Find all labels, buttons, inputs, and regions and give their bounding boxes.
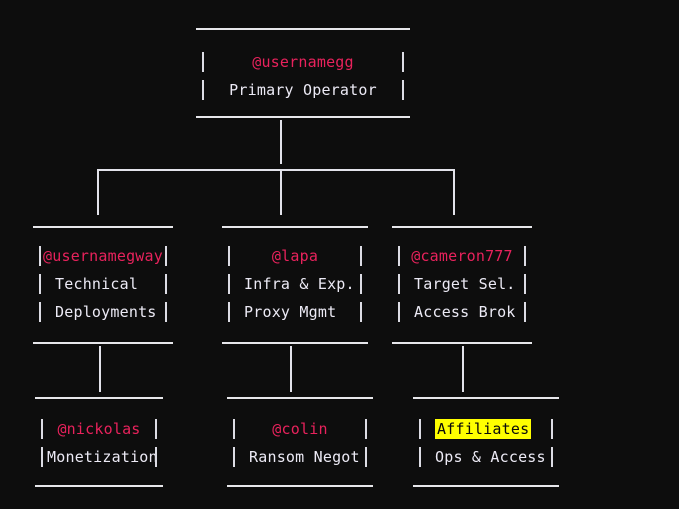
node-ransom-username: @colin [272,420,328,438]
node-target-line-1: Access Brok [414,303,516,321]
node-technical-line-row: Deployments [33,298,173,326]
pipe-right-icon [360,302,362,322]
node-root-username: @usernamegg [252,53,354,71]
node-infra-username-row: @lapa [222,242,368,270]
pipe-left-icon [398,302,400,322]
node-root[interactable]: @usernamegg Primary Operator [196,28,410,118]
node-monetization[interactable]: @nickolas Monetization [35,397,163,487]
node-infra-username: @lapa [271,247,319,265]
node-border-bottom [35,485,163,487]
pipe-left-icon [233,419,235,439]
node-border-bottom [196,116,410,118]
node-target-line-row: Target Sel. [392,270,532,298]
node-border-bottom [413,485,559,487]
pipe-right-icon [524,274,526,294]
node-technical-username: @usernamegway [43,247,163,265]
pipe-right-icon [365,419,367,439]
node-monetization-line-row: Monetization [35,443,163,471]
node-monetization-line-0: Monetization [47,448,158,466]
pipe-left-icon [41,447,43,467]
node-technical-line-0: Technical [55,275,139,293]
node-target[interactable]: @cameron777 Target Sel. Access Brok [392,226,532,344]
node-technical[interactable]: @usernamegway Technical Deployments [33,226,173,344]
node-affiliates-line-0: Ops & Access [435,448,546,466]
node-infra-line-row: Infra & Exp. [222,270,368,298]
node-border-top [392,226,532,228]
pipe-left-icon [202,80,204,100]
connector-drop-target [453,169,455,215]
connector-root-stem [280,120,282,164]
pipe-left-icon [228,246,230,266]
pipe-left-icon [228,274,230,294]
pipe-left-icon [398,274,400,294]
connector-target-to-affiliates [462,346,464,392]
pipe-left-icon [398,246,400,266]
connector-infra-to-ransom [290,346,292,392]
node-border-bottom [392,342,532,344]
node-border-top [413,397,559,399]
node-border-bottom [227,485,373,487]
pipe-right-icon [524,302,526,322]
node-infra-line-0: Infra & Exp. [244,275,355,293]
pipe-right-icon [165,274,167,294]
connector-technical-to-monetization [99,346,101,392]
node-border-bottom [222,342,368,344]
node-ransom[interactable]: @colin Ransom Negot [227,397,373,487]
node-border-top [222,226,368,228]
node-root-username-row: @usernamegg [196,48,410,76]
pipe-right-icon [365,447,367,467]
connector-drop-infra [280,169,282,215]
node-ransom-line-row: Ransom Negot [227,443,373,471]
node-root-line-0: Primary Operator [229,81,377,99]
pipe-left-icon [39,246,41,266]
node-monetization-username-row: @nickolas [35,415,163,443]
pipe-right-icon [155,419,157,439]
pipe-left-icon [202,52,204,72]
pipe-right-icon [165,302,167,322]
node-infra-line-1: Proxy Mgmt [244,303,337,321]
node-affiliates-username: Affiliates [435,419,532,439]
connector-bus-row2 [97,169,455,171]
node-affiliates[interactable]: Affiliates Ops & Access [413,397,559,487]
pipe-right-icon [155,447,157,467]
node-infra-line-row: Proxy Mgmt [222,298,368,326]
node-ransom-username-row: @colin [227,415,373,443]
node-target-username: @cameron777 [411,247,513,265]
pipe-right-icon [402,80,404,100]
pipe-left-icon [41,419,43,439]
node-target-line-row: Access Brok [392,298,532,326]
node-technical-line-1: Deployments [55,303,157,321]
connector-drop-tech [97,169,99,215]
node-target-line-0: Target Sel. [414,275,516,293]
pipe-left-icon [39,302,41,322]
pipe-right-icon [551,419,553,439]
pipe-left-icon [228,302,230,322]
node-infra[interactable]: @lapa Infra & Exp. Proxy Mgmt [222,226,368,344]
node-border-bottom [33,342,173,344]
pipe-left-icon [39,274,41,294]
node-technical-username-row: @usernamegway [33,242,173,270]
node-affiliates-username-wrap: Affiliates [413,419,559,439]
node-ransom-line-0: Ransom Negot [249,448,360,466]
node-border-top [227,397,373,399]
pipe-right-icon [360,274,362,294]
node-border-top [35,397,163,399]
pipe-right-icon [524,246,526,266]
node-technical-line-row: Technical [33,270,173,298]
pipe-left-icon [419,419,421,439]
pipe-right-icon [360,246,362,266]
pipe-right-icon [551,447,553,467]
node-target-username-row: @cameron777 [392,242,532,270]
node-affiliates-username-row: Affiliates [413,415,559,443]
pipe-left-icon [419,447,421,467]
pipe-left-icon [233,447,235,467]
pipe-right-icon [402,52,404,72]
node-root-line-row: Primary Operator [196,76,410,104]
node-affiliates-line-row: Ops & Access [413,443,559,471]
node-border-top [33,226,173,228]
node-monetization-username: @nickolas [57,420,141,438]
node-border-top [196,28,410,30]
pipe-right-icon [165,246,167,266]
